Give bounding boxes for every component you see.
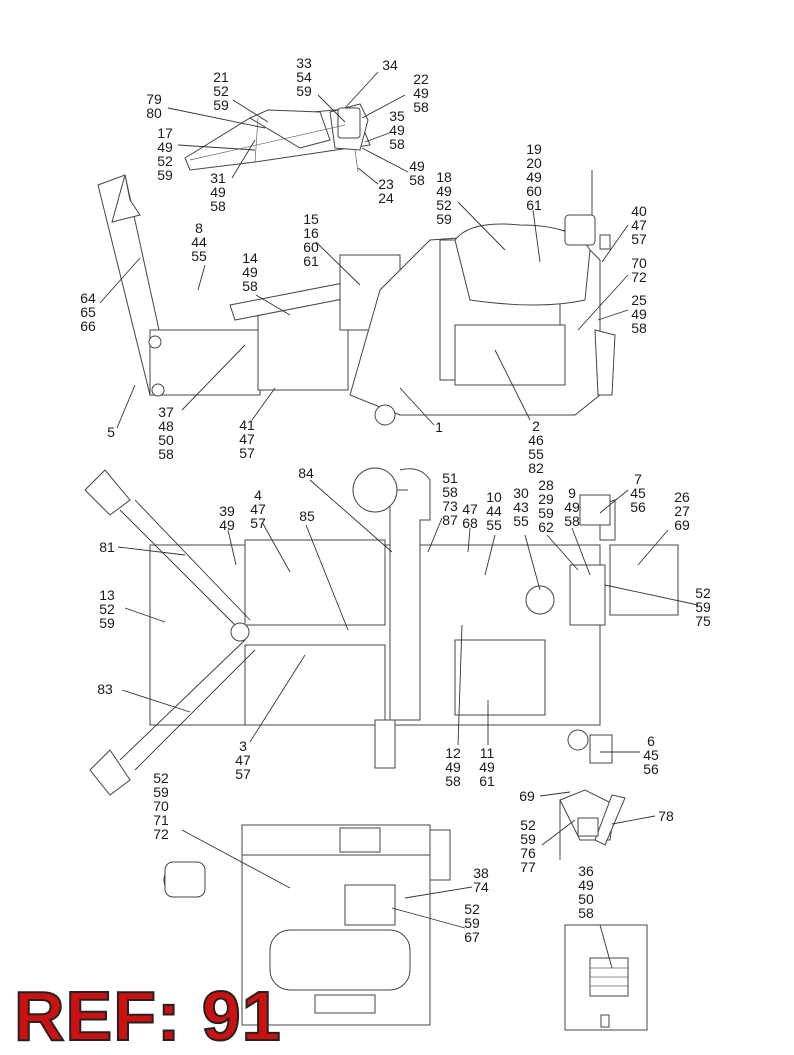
detail-inset-36 <box>564 924 648 1031</box>
callout: 34 <box>382 57 398 73</box>
callout: 85 <box>299 508 315 524</box>
callout: 83 <box>97 681 113 697</box>
callout: 78 <box>658 808 674 824</box>
reference-stamp: REF: 91 <box>13 977 282 1055</box>
callout: 84 <box>298 465 314 481</box>
leader-lines <box>99 71 699 969</box>
callout: 1 <box>435 419 443 435</box>
end-view <box>163 824 451 1026</box>
plan-view <box>84 467 679 796</box>
detail-inset-78 <box>559 789 626 860</box>
callout: 69 <box>519 788 535 804</box>
callout: 5 <box>107 424 115 440</box>
side-elevation-view <box>97 170 616 426</box>
top-cover-assembly <box>184 103 371 173</box>
callout: 81 <box>99 539 115 555</box>
